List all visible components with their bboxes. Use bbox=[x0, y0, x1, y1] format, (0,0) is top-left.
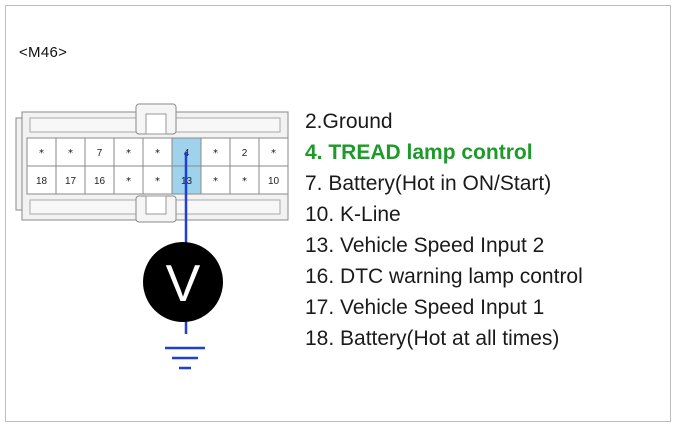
legend-item: 2.Ground bbox=[305, 110, 393, 133]
legend-item: 18. Battery(Hot at all times) bbox=[305, 327, 560, 350]
legend-item: 10. K-Line bbox=[305, 203, 401, 226]
pin-label: * bbox=[242, 176, 247, 187]
pin-label: * bbox=[39, 148, 44, 159]
pin-label: * bbox=[155, 148, 160, 159]
latch-top-inner bbox=[145, 113, 167, 135]
pin-label: 18 bbox=[36, 176, 48, 187]
legend-item: 4. TREAD lamp control bbox=[305, 141, 533, 164]
pin-cell-top-7 bbox=[200, 137, 231, 167]
pin-cell-bottom-2 bbox=[55, 165, 86, 195]
legend-item: 13. Vehicle Speed Input 2 bbox=[305, 234, 545, 257]
pin-cell-bottom-4 bbox=[113, 165, 144, 195]
pin-label: 10 bbox=[268, 176, 280, 187]
voltmeter-symbol: V bbox=[166, 255, 201, 313]
legend-item: 17. Vehicle Speed Input 1 bbox=[305, 296, 545, 319]
pin-label: * bbox=[68, 148, 73, 159]
pin-cell-bottom-7 bbox=[200, 165, 231, 195]
pin-label: 16 bbox=[94, 176, 106, 187]
voltmeter: V bbox=[143, 242, 223, 322]
pin-label: 7 bbox=[97, 148, 103, 159]
pin-cell-bottom-3 bbox=[84, 165, 115, 195]
pin-label: * bbox=[213, 176, 218, 187]
voltmeter-circle bbox=[143, 242, 223, 322]
latch-bottom-inner bbox=[145, 195, 167, 215]
legend-item: 16. DTC warning lamp control bbox=[305, 265, 583, 288]
pin-label: 17 bbox=[65, 176, 77, 187]
pin-label: * bbox=[271, 148, 276, 159]
pin-cell-bottom-9 bbox=[258, 165, 289, 195]
ground-icon bbox=[165, 346, 205, 370]
pin-label: 2 bbox=[242, 148, 248, 159]
pin-legend: 2.Ground 4. TREAD lamp control 7. Battery(… bbox=[305, 106, 583, 354]
pin-cell-top-2 bbox=[55, 137, 86, 167]
connector-label: <M46> bbox=[19, 44, 68, 61]
legend-item: 7. Battery(Hot in ON/Start) bbox=[305, 172, 552, 195]
pin-label: * bbox=[213, 148, 218, 159]
pin-label: * bbox=[155, 176, 160, 187]
pin-label: * bbox=[126, 176, 131, 187]
pin-cell-top-9 bbox=[258, 137, 289, 167]
pin-label: * bbox=[126, 148, 131, 159]
